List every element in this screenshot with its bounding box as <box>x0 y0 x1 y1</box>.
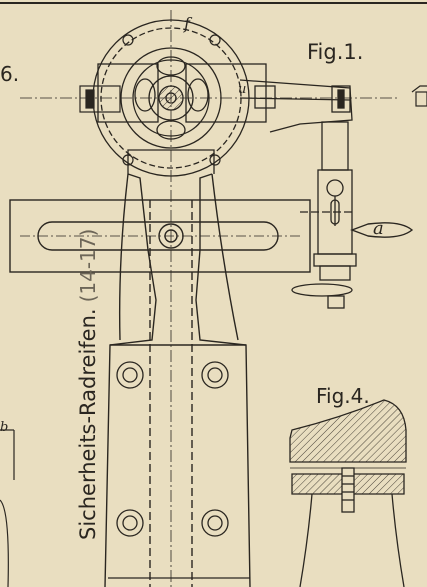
left-bracket <box>79 34 221 166</box>
slotted-bar <box>9 199 311 273</box>
fig4-section <box>289 399 407 587</box>
fig4-label: Fig.4. <box>316 384 370 408</box>
fig6-fragment <box>0 429 15 587</box>
right-arm <box>239 79 353 133</box>
vertical-title-text: Sicherheits-Radreifen. <box>76 308 100 540</box>
pillar <box>104 173 251 587</box>
base-bolts <box>108 361 250 579</box>
letter-a-label: a <box>373 218 384 239</box>
letter-f-label: f <box>184 14 190 33</box>
right-edge-fragment <box>411 85 427 107</box>
wheel-assembly <box>92 19 267 177</box>
fig6-fragment-label: 6. <box>0 62 20 86</box>
vertical-title: Sicherheits-Radreifen. (14-17) <box>76 229 100 540</box>
letter-u-label: u <box>238 82 247 97</box>
letter-b-label: b <box>0 420 9 435</box>
fig1-label: Fig.1. <box>307 40 364 64</box>
lever <box>291 121 414 309</box>
vertical-title-range: (14-17) <box>76 228 100 303</box>
